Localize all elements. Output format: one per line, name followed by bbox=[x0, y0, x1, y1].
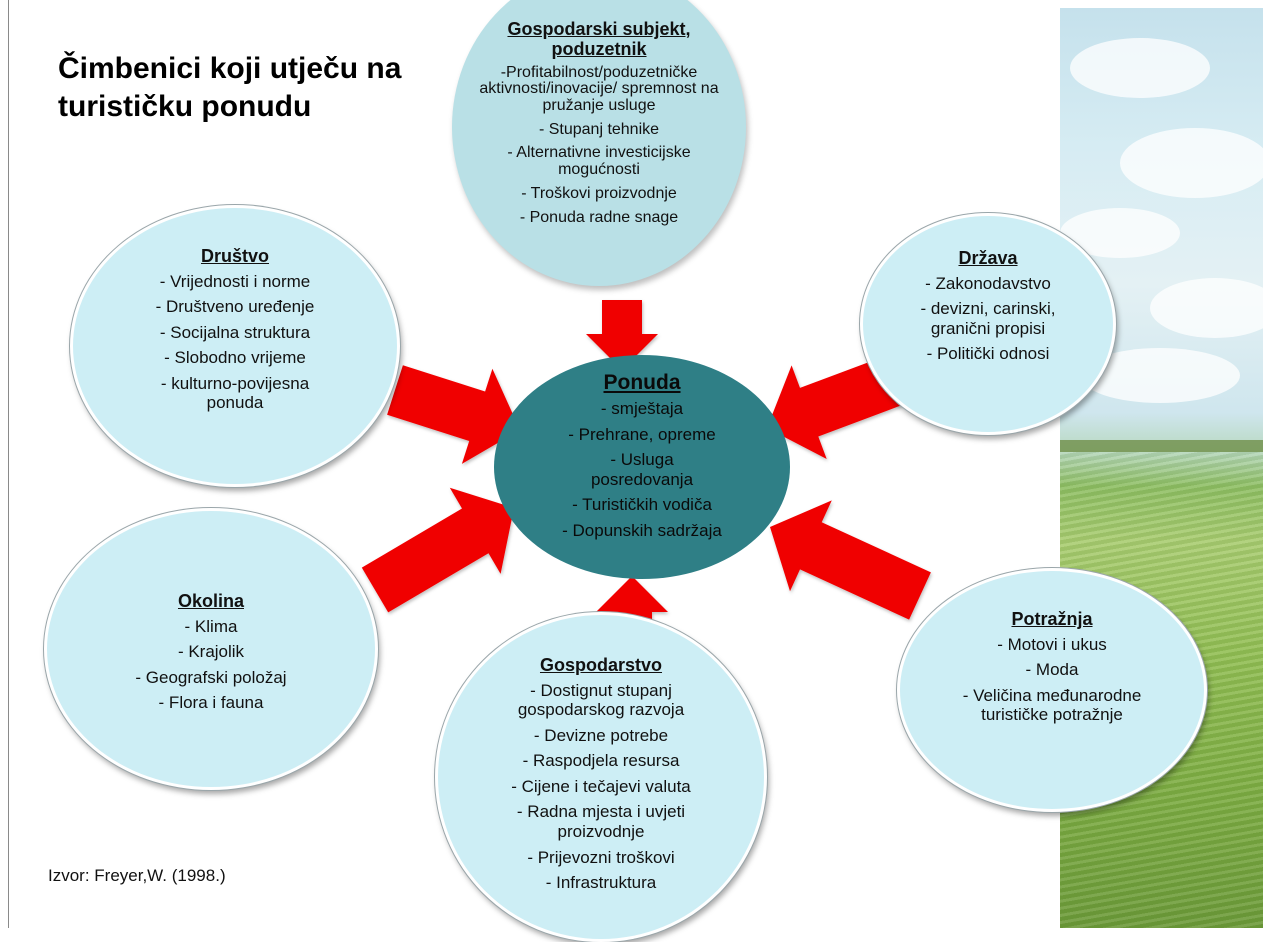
node-title: Okolina bbox=[177, 591, 244, 611]
node-item: - Cijene i tečajevi valuta bbox=[511, 776, 691, 796]
node-drustvo: Društvo - Vrijednosti i norme - Društven… bbox=[70, 205, 400, 487]
node-item: - Raspodjela resursa bbox=[522, 751, 680, 771]
node-gospodarski-subjekt: Gospodarski subjekt, poduzetnik -Profita… bbox=[452, 0, 746, 286]
node-item: - Geografski položaj bbox=[135, 667, 287, 687]
node-item: - Dopunskih sadržaja bbox=[562, 520, 722, 540]
source-note: Izvor: Freyer,W. (1998.) bbox=[48, 866, 226, 885]
node-item: - Društveno uređenje bbox=[155, 297, 315, 317]
node-item: - Krajolik bbox=[177, 642, 245, 662]
node-item: - smještaja bbox=[600, 399, 684, 419]
node-item: - Motovi i ukus bbox=[997, 634, 1107, 654]
node-item: - devizni, carinski, granični propisi bbox=[920, 299, 1056, 338]
node-title: Ponuda bbox=[603, 371, 681, 394]
node-item: - Usluga posredovanja bbox=[590, 450, 694, 489]
node-title: Gospodarski subjekt, poduzetnik bbox=[507, 19, 691, 59]
node-item: - Ponuda radne snage bbox=[519, 209, 679, 227]
node-okolina: Okolina - Klima - Krajolik - Geografski … bbox=[44, 508, 378, 790]
node-gospodarstvo: Gospodarstvo - Dostignut stupanj gospoda… bbox=[435, 612, 767, 942]
node-item: - Alternativne investicijske mogućnosti bbox=[507, 144, 691, 179]
node-item: -Profitabilnost/poduzetničke aktivnosti/… bbox=[479, 63, 719, 115]
node-item: - Devizne potrebe bbox=[533, 725, 669, 745]
node-title: Društvo bbox=[200, 246, 269, 266]
arrow-from-drzava bbox=[767, 355, 905, 459]
node-item: - Moda bbox=[1025, 660, 1079, 680]
node-item: - Dostignut stupanj gospodarskog razvoja bbox=[517, 680, 685, 720]
node-item: - Radna mjesta i uvjeti proizvodnje bbox=[516, 802, 686, 841]
node-item: - Socijalna struktura bbox=[159, 322, 311, 342]
arrow-from-subjekt bbox=[586, 300, 658, 370]
node-item: - Veličina međunarodne turističke potraž… bbox=[962, 685, 1142, 725]
arrow-from-potraznja bbox=[770, 500, 931, 620]
node-item: - Politički odnosi bbox=[926, 344, 1050, 364]
node-item: - Vrijednosti i norme bbox=[159, 271, 311, 291]
slide-left-border bbox=[8, 0, 9, 928]
node-title: Gospodarstvo bbox=[539, 655, 663, 675]
slide-title: Čimbenici koji utječu na turističku ponu… bbox=[58, 52, 402, 124]
node-title: Država bbox=[958, 248, 1018, 268]
node-item: - Turističkih vodiča bbox=[572, 495, 712, 515]
node-item: - Troškovi proizvodnje bbox=[521, 184, 677, 202]
node-item: - Flora i fauna bbox=[158, 693, 264, 713]
node-item: - Infrastruktura bbox=[545, 873, 657, 893]
node-item: - Zakonodavstvo bbox=[925, 273, 1051, 293]
node-item: - kulturno-povijesna ponuda bbox=[160, 373, 310, 413]
node-item: - Slobodno vrijeme bbox=[164, 348, 306, 368]
arrow-from-drustvo bbox=[387, 365, 520, 464]
node-item: - Prehrane, opreme bbox=[568, 424, 716, 444]
node-ponuda: Ponuda - smještaja - Prehrane, opreme - … bbox=[494, 355, 790, 579]
node-drzava: Država - Zakonodavstvo - devizni, carins… bbox=[860, 213, 1116, 435]
node-title: Potražnja bbox=[1011, 609, 1093, 629]
node-item: - Prijevozni troškovi bbox=[527, 847, 675, 867]
node-potraznja: Potražnja - Motovi i ukus - Moda - Velič… bbox=[897, 568, 1207, 812]
arrow-from-okolina bbox=[361, 487, 514, 613]
node-item: - Klima bbox=[184, 616, 238, 636]
node-item: - Stupanj tehnike bbox=[538, 120, 660, 138]
